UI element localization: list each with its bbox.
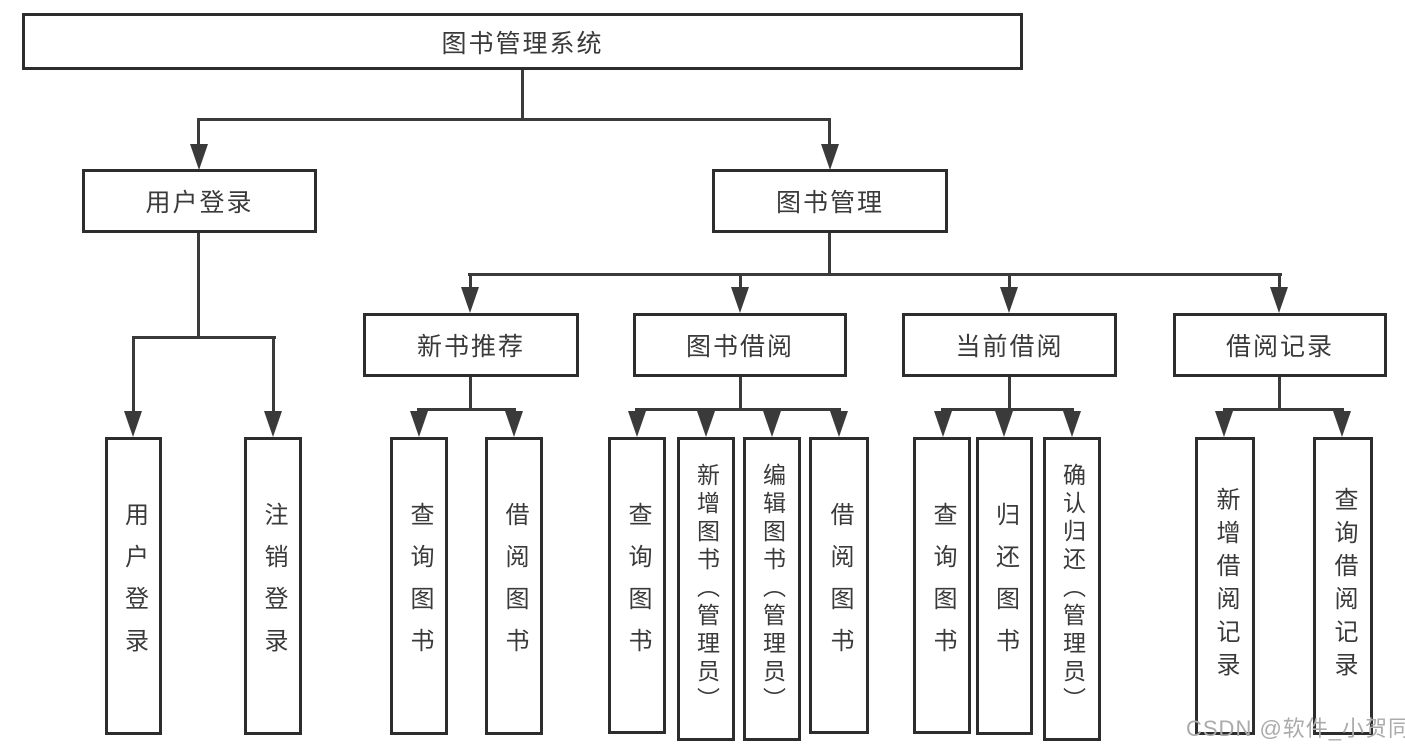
connector-line [739, 377, 742, 408]
leaf-add-books-admin: 新增图书（管理员） [677, 437, 735, 741]
connector-line [197, 118, 200, 148]
connector-line [1278, 273, 1281, 291]
connector-line [272, 336, 275, 412]
csdn-watermark: CSDN @软件_小贺同学 [1186, 716, 1405, 741]
connector-line [132, 336, 135, 412]
leaf-logout: 注销登录 [244, 437, 302, 735]
connector-line [468, 273, 1282, 276]
arrow-down-icon [410, 411, 428, 437]
connector-line [132, 336, 276, 339]
connector-line [739, 273, 742, 291]
arrow-down-icon [1000, 287, 1018, 313]
leaf-query-books: 查询图书 [608, 437, 666, 734]
arrow-down-icon [1215, 411, 1233, 437]
arrow-down-icon [505, 411, 523, 437]
connector-line [521, 70, 524, 118]
leaf-query-books: 查询图书 [390, 437, 448, 735]
connector-line [941, 408, 1074, 411]
node-new-book-recommend: 新书推荐 [363, 313, 579, 377]
connector-line [469, 273, 472, 291]
connector-line [1278, 377, 1281, 408]
connector-line [1223, 408, 1344, 411]
connector-line [417, 408, 516, 411]
arrow-down-icon [763, 411, 781, 437]
node-book-borrowing: 图书借阅 [633, 313, 847, 377]
connector-line [197, 118, 831, 121]
arrow-down-icon [995, 411, 1013, 437]
leaf-edit-books-admin: 编辑图书（管理员） [743, 437, 801, 741]
leaf-user-login: 用户登录 [105, 437, 162, 735]
arrow-down-icon [1333, 411, 1351, 437]
leaf-query-borrow-record: 查询借阅记录 [1313, 437, 1373, 735]
arrow-down-icon [1063, 411, 1081, 437]
node-user-login: 用户登录 [82, 169, 317, 233]
arrow-down-icon [264, 411, 282, 437]
connector-line [1008, 377, 1011, 408]
arrow-down-icon [830, 411, 848, 437]
connector-line [1008, 273, 1011, 291]
connector-line [635, 408, 841, 411]
arrow-down-icon [124, 411, 142, 437]
arrow-down-icon [697, 411, 715, 437]
node-library-management-system: 图书管理系统 [22, 13, 1023, 70]
node-current-borrowing: 当前借阅 [902, 313, 1117, 377]
leaf-return-books: 归还图书 [976, 437, 1033, 735]
connector-line [828, 118, 831, 148]
arrow-down-icon [821, 144, 839, 170]
arrow-down-icon [731, 287, 749, 313]
leaf-borrow-books: 借阅图书 [485, 437, 543, 735]
node-book-management: 图书管理 [712, 169, 948, 233]
connector-line [197, 233, 200, 336]
leaf-borrow-books: 借阅图书 [809, 437, 869, 734]
arrow-down-icon [461, 287, 479, 313]
leaf-add-borrow-record: 新增借阅记录 [1195, 437, 1255, 735]
arrow-down-icon [934, 411, 952, 437]
connector-line [469, 377, 472, 408]
leaf-query-books: 查询图书 [913, 437, 971, 734]
arrow-down-icon [190, 144, 208, 170]
arrow-down-icon [628, 411, 646, 437]
leaf-confirm-return-admin: 确认归还（管理员） [1043, 437, 1101, 741]
connector-line [828, 233, 831, 273]
arrow-down-icon [1270, 287, 1288, 313]
node-borrowing-records: 借阅记录 [1173, 313, 1387, 377]
